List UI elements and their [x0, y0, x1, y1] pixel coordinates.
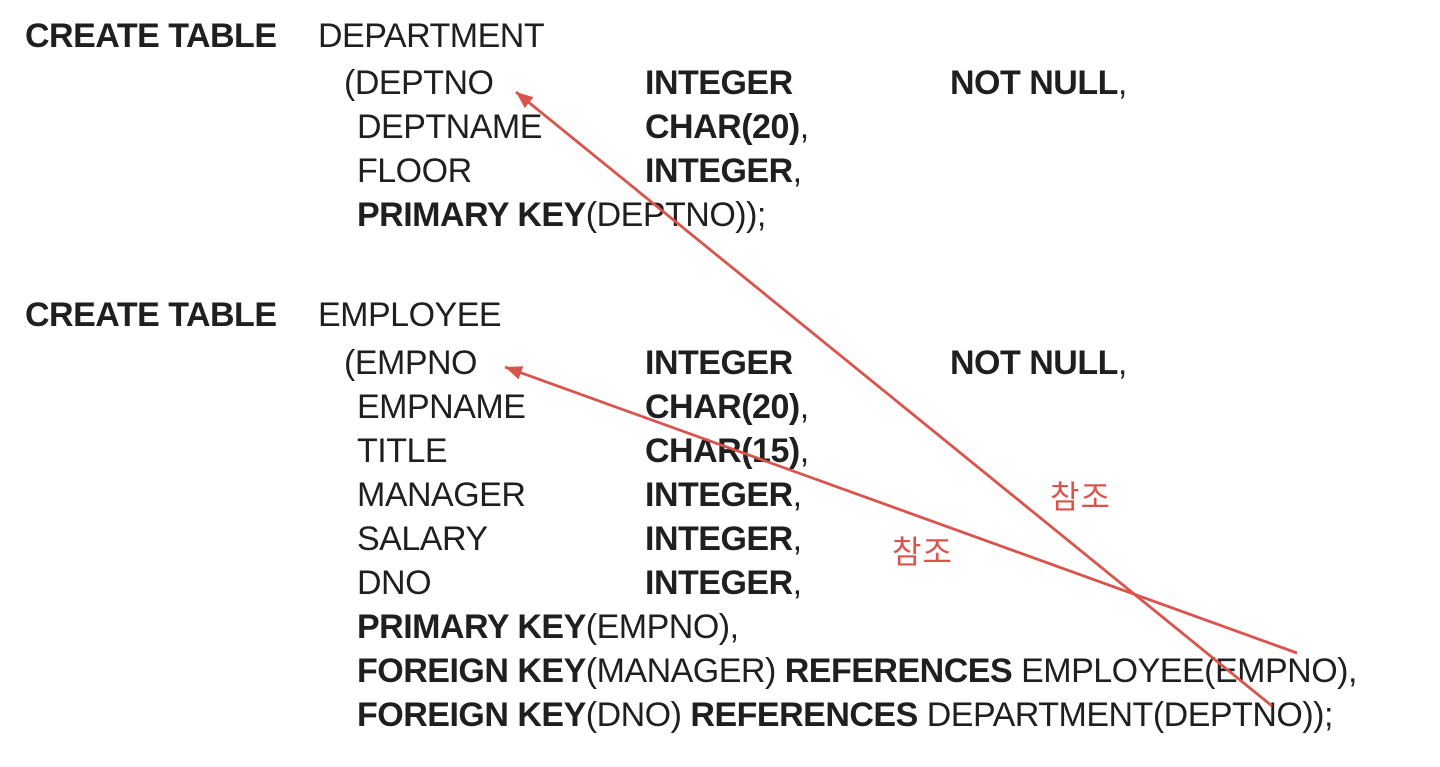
sql-col: INTEGER,	[645, 519, 802, 559]
sql-keyword: REFERENCES	[784, 652, 1013, 690]
sql-line: EMPNAME CHAR(20),	[0, 387, 1440, 431]
sql-line: DNO INTEGER,	[0, 563, 1440, 607]
sql-text: ,	[1117, 64, 1127, 102]
sql-keyword: CHAR(20)	[645, 388, 800, 426]
sql-text: ,	[792, 476, 802, 514]
sql-keyword: INTEGER	[645, 476, 793, 514]
sql-col: CHAR(20),	[645, 107, 809, 147]
sql-text: TITLE	[357, 432, 448, 470]
sql-line: CREATE TABLE DEPARTMENT	[0, 16, 1440, 60]
sql-col: FOREIGN KEY(DNO) REFERENCES DEPARTMENT(D…	[357, 695, 1333, 735]
sql-keyword: INTEGER	[645, 564, 793, 602]
sql-line: CREATE TABLE EMPLOYEE	[0, 295, 1440, 339]
sql-text: (EMPNO	[344, 344, 478, 382]
sql-col: DNO	[357, 563, 432, 603]
sql-keyword: NOT NULL	[950, 64, 1118, 102]
sql-text: EMPLOYEE	[318, 296, 502, 334]
sql-col: INTEGER	[645, 63, 793, 103]
sql-keyword: PRIMARY KEY	[357, 196, 586, 234]
sql-text: DEPTNAME	[357, 108, 542, 146]
sql-line: FOREIGN KEY(DNO) REFERENCES DEPARTMENT(D…	[0, 695, 1440, 739]
sql-col: DEPARTMENT	[318, 16, 545, 56]
sql-line: (EMPNO INTEGER NOT NULL,	[0, 343, 1440, 387]
sql-col: MANAGER	[357, 475, 526, 515]
sql-col: NOT NULL,	[950, 63, 1127, 103]
sql-text: ,	[799, 388, 809, 426]
sql-col: NOT NULL,	[950, 343, 1127, 383]
sql-col: INTEGER,	[645, 151, 802, 191]
sql-text: DEPARTMENT(DEPTNO));	[917, 696, 1334, 734]
sql-keyword: PRIMARY KEY	[357, 608, 586, 646]
sql-text: SALARY	[357, 520, 488, 558]
sql-keyword: CREATE TABLE	[25, 17, 277, 55]
sql-col: CHAR(15),	[645, 431, 809, 471]
sql-text: (EMPNO),	[585, 608, 739, 646]
sql-keyword: NOT NULL	[950, 344, 1118, 382]
sql-line: PRIMARY KEY(DEPTNO));	[0, 195, 1440, 239]
sql-keyword: REFERENCES	[690, 696, 918, 734]
sql-text: ,	[799, 432, 809, 470]
sql-line: FOREIGN KEY(MANAGER) REFERENCES EMPLOYEE…	[0, 651, 1440, 695]
sql-text: ,	[799, 108, 809, 146]
sql-text: FLOOR	[357, 152, 472, 190]
sql-col: CHAR(20),	[645, 387, 809, 427]
sql-text: (MANAGER)	[585, 652, 785, 690]
sql-text: ,	[792, 520, 802, 558]
sql-col: INTEGER	[645, 343, 793, 383]
sql-col: EMPNAME	[357, 387, 526, 427]
sql-col: (EMPNO	[344, 343, 478, 383]
sql-keyword: FOREIGN KEY	[357, 652, 586, 690]
sql-col: INTEGER,	[645, 563, 802, 603]
sql-line: (DEPTNO INTEGER NOT NULL,	[0, 63, 1440, 107]
sql-line: FLOOR INTEGER,	[0, 151, 1440, 195]
sql-keyword: INTEGER	[645, 344, 793, 382]
sql-col: EMPLOYEE	[318, 295, 502, 335]
sql-text: ,	[792, 564, 802, 602]
sql-text: ,	[792, 152, 802, 190]
sql-col: DEPTNAME	[357, 107, 542, 147]
sql-text: (DEPTNO));	[585, 196, 767, 234]
sql-keyword: CHAR(15)	[645, 432, 800, 470]
sql-col: CREATE TABLE	[25, 16, 277, 56]
sql-line: TITLE CHAR(15),	[0, 431, 1440, 475]
sql-col: FLOOR	[357, 151, 472, 191]
sql-line: SALARY INTEGER,	[0, 519, 1440, 563]
sql-text: EMPLOYEE(EMPNO),	[1012, 652, 1357, 690]
sql-keyword: CHAR(20)	[645, 108, 800, 146]
sql-col: PRIMARY KEY(DEPTNO));	[357, 195, 766, 235]
sql-col: PRIMARY KEY(EMPNO),	[357, 607, 739, 647]
sql-col: FOREIGN KEY(MANAGER) REFERENCES EMPLOYEE…	[357, 651, 1357, 691]
sql-keyword: CREATE TABLE	[25, 296, 277, 334]
sql-text: DNO	[357, 564, 432, 602]
sql-col: SALARY	[357, 519, 488, 559]
sql-text: ,	[1117, 344, 1127, 382]
sql-text: EMPNAME	[357, 388, 526, 426]
sql-text: MANAGER	[357, 476, 526, 514]
sql-line: PRIMARY KEY(EMPNO),	[0, 607, 1440, 651]
sql-col: (DEPTNO	[344, 63, 494, 103]
sql-line: DEPTNAME CHAR(20),	[0, 107, 1440, 151]
sql-text: DEPARTMENT	[318, 17, 545, 55]
sql-col: INTEGER,	[645, 475, 802, 515]
sql-col: CREATE TABLE	[25, 295, 277, 335]
sql-keyword: INTEGER	[645, 520, 793, 558]
sql-line: MANAGER INTEGER,	[0, 475, 1440, 519]
sql-keyword: INTEGER	[645, 64, 793, 102]
sql-keyword: FOREIGN KEY	[357, 696, 586, 734]
sql-keyword: INTEGER	[645, 152, 793, 190]
sql-text: (DNO)	[585, 696, 691, 734]
sql-text: (DEPTNO	[344, 64, 494, 102]
sql-col: TITLE	[357, 431, 448, 471]
